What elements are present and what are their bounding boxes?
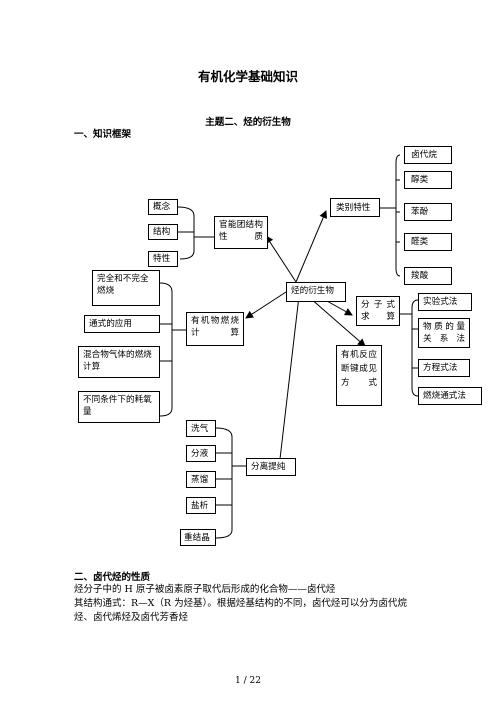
liquid-separation-box: 分液 — [186, 445, 216, 462]
salting-out-box: 盐析 — [186, 497, 216, 514]
equation-method-box: 方程式法 — [418, 359, 470, 377]
oxygen-consumption-box: 不同条件下的耗氧量 — [78, 391, 160, 423]
general-formula-box: 通式的应用 — [84, 315, 160, 333]
carboxylic-acid-box: 羧酸 — [404, 267, 452, 285]
paragraph-line-1: 烃分子中的 H 原子被卤素原子取代后形成的化合物——卤代烃 — [74, 584, 336, 595]
combustion-formula-box: 燃烧通式法 — [418, 387, 482, 405]
haloalkane-box: 卤代烷 — [404, 146, 452, 164]
mixture-combustion-box: 混合物气体的燃烧计算 — [78, 346, 160, 378]
combustion-calc-box: 有机物燃烧计算 — [186, 312, 244, 346]
section-heading-framework: 一、知识框架 — [74, 129, 132, 140]
document-title: 有机化学基础知识 — [197, 69, 298, 84]
mole-relation-box: 物质的量关系法 — [418, 318, 470, 348]
page-number: 1 / 22 — [235, 676, 261, 686]
class-properties-box: 类别特性 — [330, 198, 380, 217]
aldehydes-box: 醛类 — [404, 233, 452, 251]
structure-box: 结构 — [148, 224, 178, 240]
complete-combustion-box: 完全和不完全燃烧 — [92, 270, 160, 306]
topic-subtitle: 主题二、烃的衍生物 — [205, 117, 291, 128]
center-node: 烃的衍生物 — [286, 282, 346, 302]
recrystallization-box: 重结晶 — [180, 529, 216, 546]
molecular-formula-box: 分子式求算 — [356, 296, 400, 326]
concept-box: 概念 — [148, 199, 178, 215]
functional-group-box: 官能团结构性质 — [214, 216, 268, 249]
paragraph-line-3: 烃、卤代烯烃及卤代芳香烃 — [74, 612, 189, 623]
property-box: 特性 — [148, 251, 178, 267]
phenol-box: 苯酚 — [404, 203, 452, 221]
section-heading-haloalkanes: 二、卤代烃的性质 — [74, 572, 151, 583]
alcohols-box: 醇类 — [404, 171, 452, 189]
separation-box: 分离提纯 — [246, 458, 296, 476]
empirical-formula-box: 实验式法 — [418, 293, 472, 311]
paragraph-line-2: 其结构通式：R—X（R 为烃基）。根据烃基结构的不同，卤代烃可以分为卤代烷 — [74, 598, 407, 609]
reaction-bond-box: 有机反应断键成见方式 — [336, 345, 382, 406]
gas-washing-box: 洗气 — [186, 420, 216, 437]
distillation-box: 蒸馏 — [186, 471, 216, 488]
